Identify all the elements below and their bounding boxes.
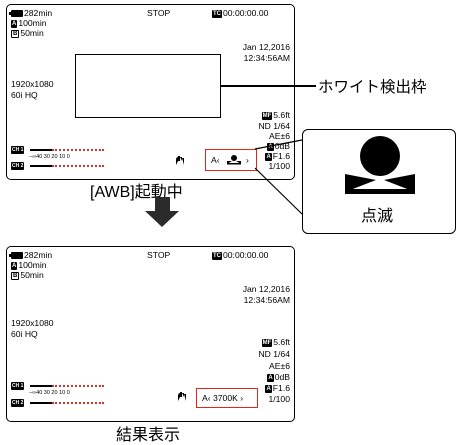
result-caption: 結果表示 xyxy=(116,427,181,444)
white-frame-caption: ホワイト検出枠 xyxy=(318,79,427,96)
meter-scale: −∞40 30 20 10 0 xyxy=(29,390,70,396)
date: Jan 12,2016 xyxy=(242,42,290,52)
nd-filter: ND 1/64 xyxy=(258,121,290,131)
ch2-level-bar xyxy=(30,402,52,404)
nd-filter: ND 1/64 xyxy=(258,349,290,359)
ch2-level-dots xyxy=(52,163,104,167)
ch1-level-bar xyxy=(30,385,52,387)
gain-auto-icon: A xyxy=(267,373,274,382)
ch2-label: CH 2 xyxy=(11,162,25,170)
hand-shake-icon xyxy=(176,156,184,165)
white-balance-icon xyxy=(227,155,241,165)
ch1-label: CH 1 xyxy=(11,146,25,154)
timecode-icon: TC xyxy=(212,251,222,260)
awb-running-caption: [AWB]起動中 xyxy=(90,184,183,201)
awb-left-indicator: A‹ xyxy=(211,155,220,165)
hand-shake-icon xyxy=(178,392,186,401)
slot-b-icon: B xyxy=(11,271,20,280)
record-status: STOP xyxy=(147,8,171,18)
frame-mode: 60i HQ xyxy=(11,329,38,339)
audio-meter-ch2: CH 2 xyxy=(11,162,25,170)
resolution: 1920x1080 xyxy=(11,318,54,328)
awb-result-value: A‹ 3700K › xyxy=(202,393,244,403)
awb-result-highlight xyxy=(196,388,258,408)
shutter-speed: 1/100 xyxy=(268,394,290,404)
slot-a-icon: A xyxy=(11,261,18,270)
blink-caption: 点滅 xyxy=(361,208,394,225)
white-balance-icon-large xyxy=(345,136,415,194)
clock-time: 12:34:56AM xyxy=(243,295,290,305)
battery-indicator: 282min xyxy=(9,8,52,18)
clock-time: 12:34:56AM xyxy=(243,53,290,63)
slot-a-icon: A xyxy=(11,19,18,28)
timecode-icon: TC xyxy=(212,9,222,18)
battery-icon xyxy=(9,252,23,260)
ch1-level-bar xyxy=(30,149,52,151)
manual-focus-icon: MF xyxy=(261,338,273,347)
ch1-label: CH 1 xyxy=(11,382,25,390)
gain-auto-icon: A xyxy=(267,142,274,151)
audio-meter-ch1: CH 1 xyxy=(11,146,25,154)
awb-icon-zoom-callout: 点滅 xyxy=(302,129,456,234)
ae-level: AE±6 xyxy=(269,361,290,371)
awb-right-indicator: › xyxy=(246,155,249,165)
record-status: STOP xyxy=(147,250,171,260)
manual-focus-icon: MF xyxy=(261,111,273,120)
ch1-level-dots xyxy=(52,147,104,151)
slot-b-icon: B xyxy=(11,29,20,38)
resolution: 1920x1080 xyxy=(11,79,54,89)
awb-status-highlight xyxy=(205,149,257,171)
ae-level: AE±6 xyxy=(269,131,290,141)
ch2-level-dots xyxy=(52,400,104,404)
shutter-speed: 1/100 xyxy=(268,161,290,171)
white-frame-leader xyxy=(220,85,316,87)
audio-meter-ch2: CH 2 xyxy=(11,399,25,407)
iris-auto-icon: A xyxy=(265,384,272,393)
battery-indicator: 282min xyxy=(9,250,52,260)
ch2-label: CH 2 xyxy=(11,399,25,407)
ch2-level-bar xyxy=(30,165,52,167)
date: Jan 12,2016 xyxy=(242,284,290,294)
arrow-shaft xyxy=(155,197,170,211)
audio-meter-ch1: CH 1 xyxy=(11,382,25,390)
arrow-head xyxy=(145,211,179,227)
iris-auto-icon: A xyxy=(265,152,272,161)
battery-icon xyxy=(9,10,23,18)
frame-mode: 60i HQ xyxy=(11,90,38,100)
meter-scale: −∞40 30 20 10 0 xyxy=(29,154,70,160)
ch1-level-dots xyxy=(52,383,104,387)
